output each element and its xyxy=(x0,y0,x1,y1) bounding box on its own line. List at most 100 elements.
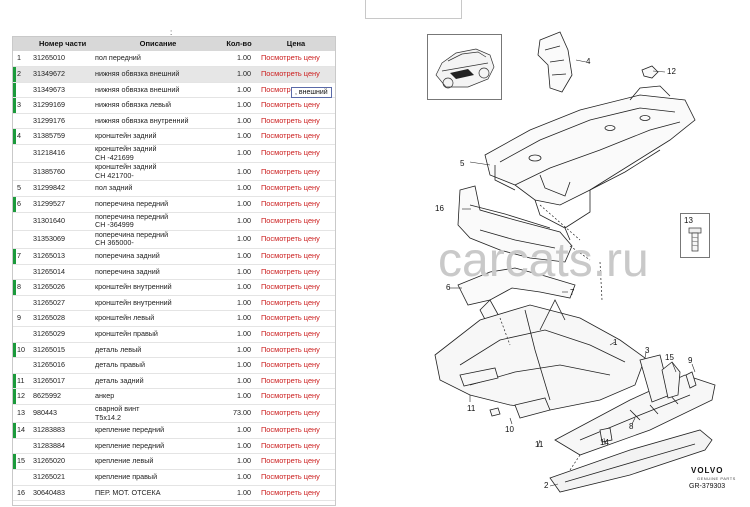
view-price-link[interactable]: Посмотреть цену xyxy=(261,215,320,225)
part-quantity: 1.00 xyxy=(237,391,251,401)
description-line: кронштейн задний xyxy=(95,162,157,172)
view-price-link[interactable]: Посмотреть цену xyxy=(261,84,320,94)
part-description: ПЕР. МОТ. ОТСЕКА xyxy=(95,485,221,501)
part-number: 31265028 xyxy=(33,313,65,323)
row-index: 11 xyxy=(13,373,27,389)
view-price-link[interactable]: Посмотреть цену xyxy=(261,266,320,276)
description-line: поперечина передний xyxy=(95,199,169,209)
view-price-link[interactable]: Посмотреть цену xyxy=(261,100,320,110)
callout-8[interactable]: 8 xyxy=(629,422,634,431)
callout-5[interactable]: 5 xyxy=(460,159,465,168)
description-line: кронштейн левый xyxy=(95,313,155,323)
callout-4[interactable]: 4 xyxy=(586,57,591,66)
row-index: 15 xyxy=(13,453,27,470)
detail-inset-13: 13 xyxy=(680,213,710,258)
callout-14[interactable]: 14 xyxy=(600,438,609,447)
view-price-link[interactable]: Посмотреть цену xyxy=(261,297,320,307)
callout-2[interactable]: 2 xyxy=(544,481,549,490)
callout-9[interactable]: 9 xyxy=(688,356,693,365)
part-description: кронштейн левый xyxy=(95,311,221,327)
callout-11-right[interactable]: 11 xyxy=(535,440,544,449)
part-quantity: 1.00 xyxy=(237,251,251,260)
view-price-link[interactable]: Посмотреть цену xyxy=(261,53,320,63)
description-line: кронштейн внутренний xyxy=(95,297,172,307)
view-price-link[interactable]: Посмотреть цену xyxy=(261,391,320,401)
view-price-link[interactable]: Посмотреть цену xyxy=(261,131,320,141)
view-price-link[interactable]: Посмотреть цену xyxy=(261,69,320,79)
callout-1[interactable]: 1 xyxy=(613,338,618,347)
view-price-link[interactable]: Посмотреть цену xyxy=(261,199,320,209)
row-index xyxy=(13,295,27,311)
view-price-link[interactable]: Посмотреть цену xyxy=(261,234,320,244)
view-price-link[interactable]: Посмотреть цену xyxy=(261,115,320,125)
view-price-link[interactable]: Посмотреть цену xyxy=(261,408,320,418)
view-price-link[interactable]: Посмотреть цену xyxy=(261,425,320,435)
view-price-link[interactable]: Посмотреть цену xyxy=(261,360,320,370)
description-line: анкер xyxy=(95,391,115,401)
description-line: ПЕР. МОТ. ОТСЕКА xyxy=(95,487,161,497)
description-line: пол передний xyxy=(95,53,141,63)
callout-15[interactable]: 15 xyxy=(665,353,674,362)
view-price-link[interactable]: Посмотреть цену xyxy=(261,328,320,338)
view-price-link[interactable]: Посмотреть цену xyxy=(261,282,320,292)
vehicle-thumbnail[interactable] xyxy=(427,34,502,100)
view-price-link[interactable]: Посмотреть цену xyxy=(261,166,320,176)
part-quantity: 1.00 xyxy=(237,360,251,370)
callout-6[interactable]: 6 xyxy=(446,283,451,292)
view-price-link[interactable]: Посмотреть цену xyxy=(261,251,320,260)
view-price-link[interactable]: Посмотреть цену xyxy=(261,471,320,481)
callout-7[interactable]: 7 xyxy=(570,288,575,297)
view-price-link[interactable]: Посмотреть цену xyxy=(261,487,320,497)
view-price-link[interactable]: Посмотреть цену xyxy=(261,183,320,193)
view-price-link[interactable]: Посмотреть цену xyxy=(261,375,320,385)
car-icon xyxy=(435,48,495,89)
part-number: 31265021 xyxy=(33,471,65,481)
callout-16[interactable]: 16 xyxy=(435,204,444,213)
description-line: нижняя обвязка левый xyxy=(95,100,172,110)
view-price-link[interactable]: Посмотреть цену xyxy=(261,440,320,450)
view-price-link[interactable]: Посмотреть цену xyxy=(261,456,320,466)
callout-11-left[interactable]: 11 xyxy=(467,404,476,413)
callout-13[interactable]: 13 xyxy=(684,216,693,225)
callout-10[interactable]: 10 xyxy=(505,425,514,434)
row-index: 4 xyxy=(13,128,27,145)
view-price-link[interactable]: Посмотреть цену xyxy=(261,148,320,158)
view-price-link[interactable]: Посмотреть цену xyxy=(261,344,320,354)
part-quantity: 1.00 xyxy=(237,234,251,244)
part-number: 31265026 xyxy=(33,282,65,292)
part-quantity: 1.00 xyxy=(237,487,251,497)
callout-12[interactable]: 12 xyxy=(667,67,676,76)
view-price-link[interactable]: Посмотреть цену xyxy=(261,313,320,323)
callout-3[interactable]: 3 xyxy=(645,346,650,355)
part-quantity: 1.00 xyxy=(237,115,251,125)
